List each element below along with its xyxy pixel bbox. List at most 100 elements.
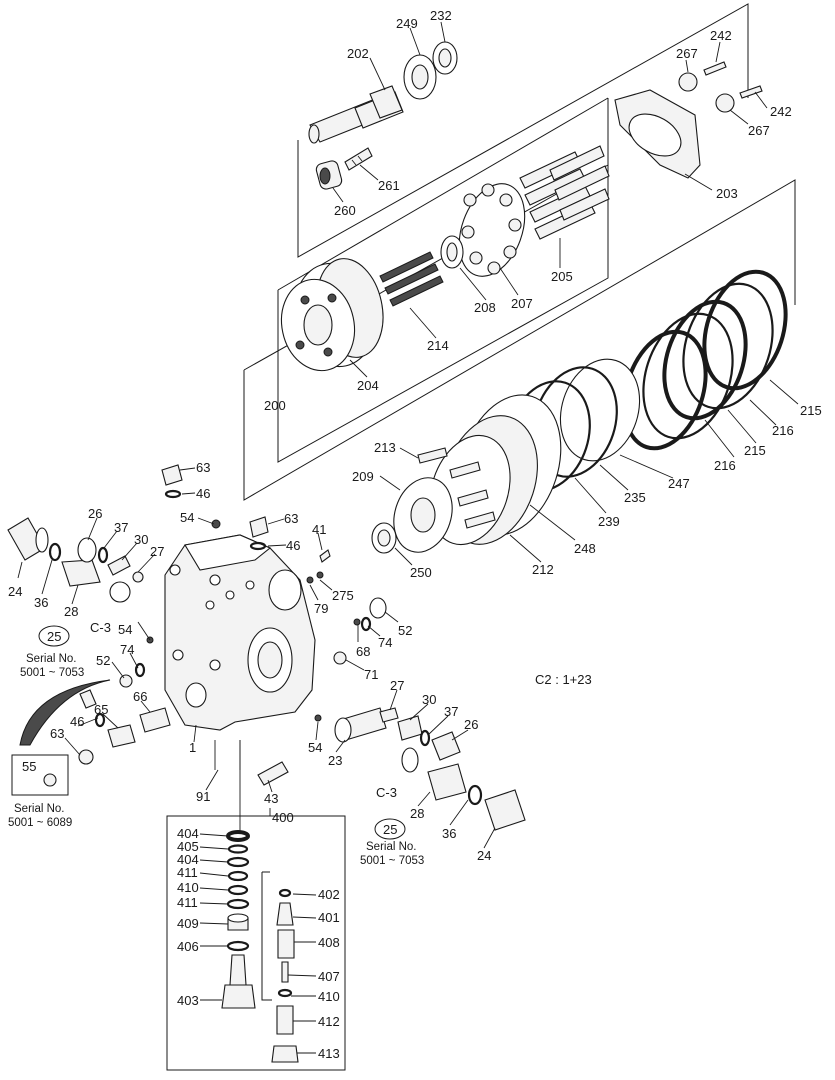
callout-91: 91 bbox=[196, 789, 210, 804]
callout-261: 261 bbox=[378, 178, 400, 193]
callout-54-c: 54 bbox=[308, 740, 322, 755]
leader-lines bbox=[17, 21, 799, 1054]
callout-208: 208 bbox=[474, 300, 496, 315]
serial-bottom-right-range: 5001 ~ 7053 bbox=[360, 855, 424, 867]
callout-36-a: 36 bbox=[34, 595, 48, 610]
callout-74-b: 74 bbox=[120, 642, 134, 657]
circled-ref-right-label: 25 bbox=[383, 822, 397, 837]
cylinder-block-204 bbox=[280, 258, 384, 372]
callout-63-a: 63 bbox=[196, 460, 210, 475]
left-valve-parts bbox=[7, 517, 171, 787]
circled-ref-left-label: 25 bbox=[47, 629, 61, 644]
cartridge-400-parts bbox=[221, 830, 299, 1063]
callout-204: 204 bbox=[357, 378, 379, 393]
callout-46-c: 46 bbox=[70, 714, 84, 729]
callout-54-a: 54 bbox=[180, 510, 194, 525]
callout-26-b: 26 bbox=[464, 717, 478, 732]
serial-bottom-left-title: Serial No. bbox=[14, 803, 65, 815]
callout-235: 235 bbox=[624, 490, 646, 505]
bolts-213 bbox=[417, 447, 496, 529]
callout-404-b: 404 bbox=[177, 852, 199, 867]
callout-403: 403 bbox=[177, 993, 199, 1008]
callout-30-a: 30 bbox=[134, 532, 148, 547]
ratio-note: C2 : 1+23 bbox=[535, 672, 592, 687]
callout-410-a: 410 bbox=[177, 880, 199, 895]
callout-1: 1 bbox=[189, 740, 196, 755]
callout-215-b: 215 bbox=[744, 443, 766, 458]
callout-202: 202 bbox=[347, 46, 369, 61]
callout-239: 239 bbox=[598, 514, 620, 529]
callout-409: 409 bbox=[177, 916, 199, 931]
callout-247: 247 bbox=[668, 476, 690, 491]
callout-242-b: 242 bbox=[770, 104, 792, 119]
callout-408: 408 bbox=[318, 935, 340, 950]
serial-bottom-left-range: 5001 ~ 6089 bbox=[8, 817, 72, 829]
callout-63-c: 63 bbox=[50, 726, 64, 741]
brake-plates bbox=[622, 269, 788, 451]
callout-63-b: 63 bbox=[284, 511, 298, 526]
callout-216-a: 216 bbox=[772, 423, 794, 438]
callout-260: 260 bbox=[334, 203, 356, 218]
callout-411-b: 411 bbox=[177, 895, 198, 910]
callout-52-b: 52 bbox=[96, 653, 110, 668]
callout-65: 65 bbox=[94, 702, 108, 717]
callout-275: 275 bbox=[332, 588, 354, 603]
callout-28-a: 28 bbox=[64, 604, 78, 619]
callout-36-b: 36 bbox=[442, 826, 456, 841]
top-caps bbox=[161, 464, 331, 563]
callout-24-b: 24 bbox=[477, 848, 491, 863]
callout-216-b: 216 bbox=[714, 458, 736, 473]
box-55-label: 55 bbox=[22, 759, 36, 774]
callout-214: 214 bbox=[427, 338, 449, 353]
callout-27-a: 27 bbox=[150, 544, 164, 559]
callout-24-a: 24 bbox=[8, 584, 22, 599]
callout-203: 203 bbox=[716, 186, 738, 201]
callout-74-a: 74 bbox=[378, 635, 392, 650]
callout-200: 200 bbox=[264, 398, 286, 413]
callout-205: 205 bbox=[551, 269, 573, 284]
callout-37-b: 37 bbox=[444, 704, 458, 719]
cover-group bbox=[614, 61, 763, 179]
callout-401: 401 bbox=[318, 910, 340, 925]
notes: C2 : 1+23 25 Serial No. 5001 ~ 7053 Seri… bbox=[8, 625, 592, 867]
callout-28-b: 28 bbox=[410, 806, 424, 821]
callout-248: 248 bbox=[574, 541, 596, 556]
callout-209: 209 bbox=[352, 469, 374, 484]
callout-66: 66 bbox=[133, 689, 147, 704]
callout-213: 213 bbox=[374, 440, 396, 455]
callout-250: 250 bbox=[410, 565, 432, 580]
callout-405: 405 bbox=[177, 839, 199, 854]
callout-46-b: 46 bbox=[286, 538, 300, 553]
piston-group bbox=[379, 145, 610, 307]
callout-27-b: 27 bbox=[390, 678, 404, 693]
callout-413: 413 bbox=[318, 1046, 340, 1061]
callout-46-a: 46 bbox=[196, 486, 210, 501]
callout-410-b: 410 bbox=[318, 989, 340, 1004]
serial-bottom-right-title: Serial No. bbox=[366, 841, 417, 853]
callout-79: 79 bbox=[314, 601, 328, 616]
circled-ref-right bbox=[374, 818, 406, 840]
callout-249: 249 bbox=[396, 16, 418, 31]
pins-214 bbox=[379, 251, 444, 307]
serial-top-left-title: Serial No. bbox=[26, 653, 77, 665]
callout-407: 407 bbox=[318, 969, 340, 984]
callout-c3-a: C-3 bbox=[90, 620, 111, 635]
callout-23: 23 bbox=[328, 753, 342, 768]
callout-267-a: 267 bbox=[676, 46, 698, 61]
callout-212: 212 bbox=[532, 562, 554, 577]
callout-404-a: 404 bbox=[177, 826, 199, 841]
callout-232: 232 bbox=[430, 8, 452, 23]
callout-412: 412 bbox=[318, 1014, 340, 1029]
callout-30-b: 30 bbox=[422, 692, 436, 707]
callout-43: 43 bbox=[264, 791, 278, 806]
callout-labels: 232 249 202 242 267 242 267 261 260 203 … bbox=[8, 8, 822, 1061]
callout-54-b: 54 bbox=[118, 622, 132, 637]
callout-267-b: 267 bbox=[748, 123, 770, 138]
callout-242-a: 242 bbox=[710, 28, 732, 43]
output-shaft-group bbox=[308, 41, 458, 190]
brake-piston-group bbox=[371, 358, 641, 554]
callout-71: 71 bbox=[364, 667, 378, 682]
callout-68: 68 bbox=[356, 644, 370, 659]
circled-ref-left bbox=[38, 625, 70, 647]
callout-406: 406 bbox=[177, 939, 199, 954]
